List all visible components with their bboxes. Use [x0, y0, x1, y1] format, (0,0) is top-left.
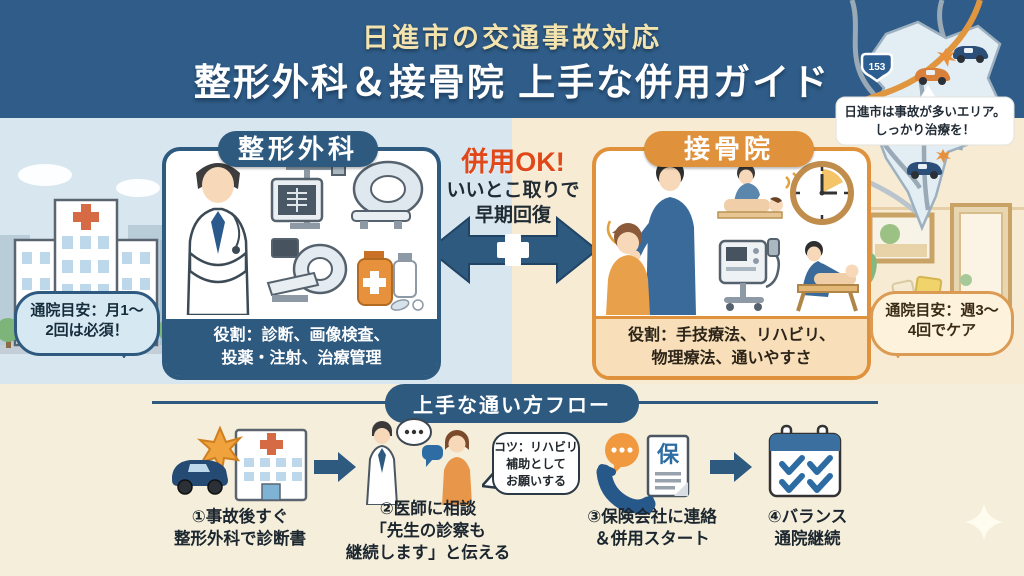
doctor-consult-icon [365, 418, 472, 505]
crash-spark-icon [937, 48, 956, 67]
combo-ok-headline: 併用OK! [461, 147, 565, 177]
speech-bubble-icon [396, 418, 443, 467]
chat-bubble-icon [605, 433, 639, 474]
osteopathy-card-art [606, 159, 859, 315]
car-icon [172, 460, 228, 495]
back-massage-icon [796, 241, 859, 312]
blue-car-icon [953, 46, 989, 63]
orange-car-icon [915, 68, 951, 85]
tip-bubble: コツ：リハビリ 補助として お願いする [492, 432, 580, 495]
combination-note: 併用OK! いいとこ取りで 早期回復 [433, 140, 593, 228]
map-callout-line2: しっかり治療を！ [875, 122, 975, 137]
orthopedics-role-line1: 役割：診断、画像検査、 [213, 326, 390, 344]
orthopedics-card: 役割：診断、画像検査、 投薬・注射、治療管理 [162, 147, 441, 380]
blue-car-icon [907, 162, 943, 179]
orthopedics-visit-line2: 2回は必須！ [45, 322, 129, 340]
patient-icon [442, 430, 472, 505]
osteopathy-badge: 接骨院 [644, 131, 814, 167]
combo-benefit-line1: いいとこ取りで [446, 180, 580, 201]
orthopedics-visit-bubble: 通院目安：月1〜 2回は必須！ [14, 291, 160, 356]
insurance-contact-icon: 保 [596, 433, 690, 513]
map-callout: 日進市は事故が多いエリア。 しっかり治療を！ [835, 85, 1015, 146]
medicine-icon [357, 251, 424, 311]
document-icon: 保 [646, 434, 690, 498]
flow-step1-label: ①事故後すぐ 整形外科で診断書 [174, 508, 306, 548]
flow-arrow-icon [710, 452, 752, 482]
neck-massage-icon [606, 159, 696, 315]
osteopathy-card: 役割：手技療法、リハビリ、 物理療法、通いやすさ [592, 147, 871, 380]
sparkle-icon [965, 503, 1003, 541]
osteopathy-role: 役割：手技療法、リハビリ、 物理療法、通いやすさ [596, 315, 867, 376]
combo-benefit-line2: 早期回復 [474, 204, 551, 226]
orthopedics-badge: 整形外科 [218, 131, 378, 167]
xray-machine-icon [270, 158, 346, 229]
doctor-icon [365, 421, 399, 505]
flow-arrow-icon [314, 452, 356, 482]
accident-map: 153 日進市は事故が多いエリア。 しっかり治療を！ [824, 0, 1015, 232]
orthopedics-card-art [186, 158, 424, 315]
osteopathy-visit-bubble: 通院目安：週3〜 4回でケア [870, 291, 1014, 356]
route-number: 153 [869, 62, 886, 73]
orthopedics-role: 役割：診断、画像検査、 投薬・注射、治療管理 [166, 318, 437, 376]
osteopathy-visit-line2: 4回でケア [907, 322, 977, 340]
calendar-check-icon [768, 424, 842, 498]
route-153-shield-icon: 153 [860, 52, 894, 83]
clock-icon [790, 161, 854, 225]
phone-icon [596, 464, 656, 513]
flow-step4-label: ④バランス 通院継続 [767, 508, 848, 548]
osteopathy-role-line2: 物理療法、通いやすさ [651, 349, 812, 367]
ct-scanner-icon [266, 238, 348, 302]
flow-step2-label: ②医師に相談 「先生の診察も 継続します」と伝える [345, 500, 511, 562]
osteopathy-visit-line1: 通院目安：週3〜 [885, 302, 999, 319]
map-callout-line1: 日進市は事故が多いエリア。 [844, 104, 1005, 119]
osteopathy-role-line1: 役割：手技療法、リハビリ、 [627, 326, 836, 344]
crash-spark-icon [936, 149, 951, 164]
orthopedics-visit-line1: 通院目安：月1〜 [30, 302, 144, 319]
header-subtitle: 日進市の交通事故対応 [362, 23, 662, 53]
flow-title: 上手な通い方フロー [385, 384, 639, 423]
orthopedics-role-line2: 投薬・注射、治療管理 [221, 349, 382, 367]
insurance-kanji: 保 [656, 442, 680, 467]
mri-scanner-icon [351, 160, 424, 229]
physio-machine-icon [718, 238, 780, 311]
double-arrow-plus-icon [427, 215, 599, 285]
page-title: 整形外科＆接骨院 上手な併用ガイド [193, 62, 831, 103]
flow-step3-label: ③保険会社に連絡 ＆併用スタート [587, 508, 717, 548]
table-massage-icon [717, 164, 799, 219]
doctor-icon [186, 163, 250, 315]
accident-hospital-icon [172, 425, 308, 502]
